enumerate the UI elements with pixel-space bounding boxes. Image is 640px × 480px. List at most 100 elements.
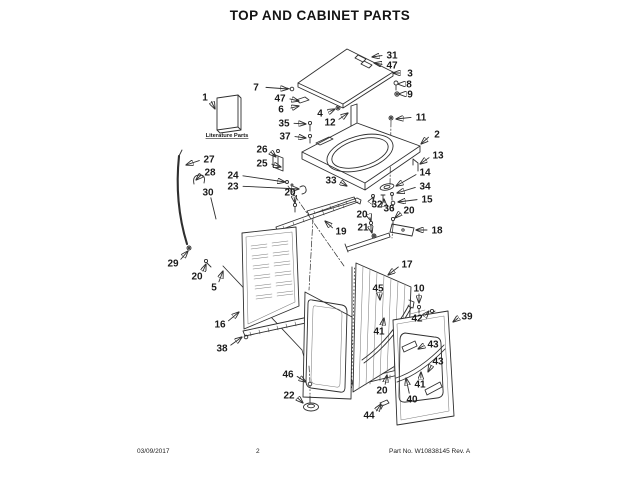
- callout-arrow: [338, 113, 348, 120]
- callout-label-36: 36: [383, 204, 395, 215]
- callout-arrow: [376, 404, 381, 411]
- callout-arrow: [370, 218, 371, 221]
- callout-arrow: [203, 264, 206, 271]
- clip-26-icon: [276, 149, 280, 153]
- callout-arrow: [428, 365, 431, 372]
- callout-arrow: [294, 137, 306, 138]
- leveling-foot: [303, 365, 319, 412]
- callout-arrow: [420, 157, 430, 164]
- callout-label-20: 20: [284, 188, 296, 199]
- callout-arrow: [426, 311, 429, 315]
- damper-14-icon: [379, 183, 395, 191]
- callout-arrow: [289, 99, 299, 101]
- callout-label-47: 47: [274, 94, 286, 105]
- top-panel: [301, 122, 421, 210]
- callout-arrow: [271, 152, 276, 157]
- callout-arrow: [228, 312, 239, 322]
- lid-hinge-icon: [354, 54, 373, 69]
- callout-label-18: 18: [431, 226, 443, 237]
- callout-label-10: 10: [413, 284, 425, 295]
- callout-arrow: [242, 186, 299, 189]
- screw-35-icon: [307, 120, 313, 126]
- callout-arrow: [383, 318, 384, 325]
- callout-label-15: 15: [421, 195, 433, 206]
- callout-label-8: 8: [406, 80, 412, 91]
- callout-label-23: 23: [227, 182, 239, 193]
- callout-label-42: 42: [411, 314, 423, 325]
- callout-label-43: 43: [432, 357, 444, 368]
- callout-arrow: [211, 102, 215, 109]
- callout-arrow: [396, 174, 417, 186]
- callout-label-41: 41: [414, 380, 426, 391]
- callout-label-3: 3: [407, 69, 413, 80]
- callout-label-11: 11: [416, 113, 427, 124]
- callout-label-44: 44: [363, 411, 375, 422]
- callout-arrow: [294, 197, 295, 203]
- lid-assembly: [286, 48, 400, 111]
- callout-arrow: [396, 117, 412, 119]
- callout-arrow: [453, 318, 458, 322]
- callout-arrow: [330, 109, 335, 111]
- callout-arrow: [265, 87, 288, 89]
- cabinet-wrap: [302, 266, 436, 400]
- callout-arrow: [371, 230, 372, 233]
- fitting-29-icon: [186, 245, 192, 251]
- callout-label-24: 24: [227, 171, 239, 182]
- callout-label-47: 47: [386, 61, 398, 72]
- callout-arrow: [242, 175, 285, 182]
- callout-arrow: [196, 175, 201, 180]
- trim-43-icon: [424, 381, 443, 396]
- screw-8-icon: [393, 80, 399, 86]
- callout-label-45: 45: [372, 284, 384, 295]
- callout-arrow: [325, 221, 333, 229]
- page-footer: 03/09/2017 2 Part No. W10838145 Rev. A: [0, 448, 640, 462]
- drain-hose: [176, 149, 205, 251]
- callout-arrow: [296, 376, 306, 382]
- callout-label-20: 20: [376, 386, 388, 397]
- bracket-18: [389, 223, 415, 237]
- callout-arrow: [421, 136, 429, 144]
- callout-label-43: 43: [427, 340, 439, 351]
- screw-20-icon: [368, 220, 374, 226]
- clip-44-icon: [379, 399, 390, 410]
- screw-38-icon: [243, 334, 249, 340]
- callout-label-35: 35: [278, 119, 290, 130]
- callout-arrow: [210, 197, 217, 220]
- callout-label-7: 7: [253, 83, 259, 94]
- callout-label-20: 20: [356, 210, 368, 221]
- callout-label-28: 28: [204, 168, 216, 179]
- callout-arrow: [290, 106, 299, 108]
- trim-43-icon: [401, 340, 418, 353]
- callout-arrow: [418, 346, 424, 349]
- trim-45: [361, 304, 412, 364]
- footer-page-number: 2: [256, 448, 260, 455]
- callout-label-25: 25: [256, 159, 268, 170]
- outer-front-panel: [379, 304, 455, 426]
- screw-34-icon: [390, 192, 394, 196]
- callout-label-9: 9: [407, 90, 413, 101]
- screw-20-icon: [390, 216, 396, 222]
- trim-40-41: [395, 344, 446, 383]
- callout-arrow: [180, 251, 188, 260]
- bracket-25-icon: [272, 153, 284, 172]
- callout-label-30: 30: [202, 188, 214, 199]
- callout-label-41: 41: [373, 327, 385, 338]
- footer-part-number: Part No. W10838145 Rev. A: [389, 448, 471, 455]
- callout-label-31: 31: [386, 51, 398, 62]
- hose-hook-28: [193, 174, 205, 185]
- callout-label-46: 46: [282, 370, 294, 381]
- callout-arrow: [388, 266, 399, 275]
- screw-11-icon: [388, 115, 394, 121]
- hinge-47-icon: [295, 96, 310, 104]
- callout-arrow: [397, 187, 416, 193]
- callout-arrow: [293, 123, 306, 124]
- callout-label-21: 21: [357, 223, 369, 234]
- callout-label-20: 20: [191, 272, 203, 283]
- callout-label-27: 27: [203, 155, 215, 166]
- callout-arrow: [374, 63, 383, 64]
- foot-22-icon: [303, 402, 319, 412]
- callout-label-39: 39: [461, 312, 473, 323]
- literature-pack: Literature Parts: [206, 94, 248, 139]
